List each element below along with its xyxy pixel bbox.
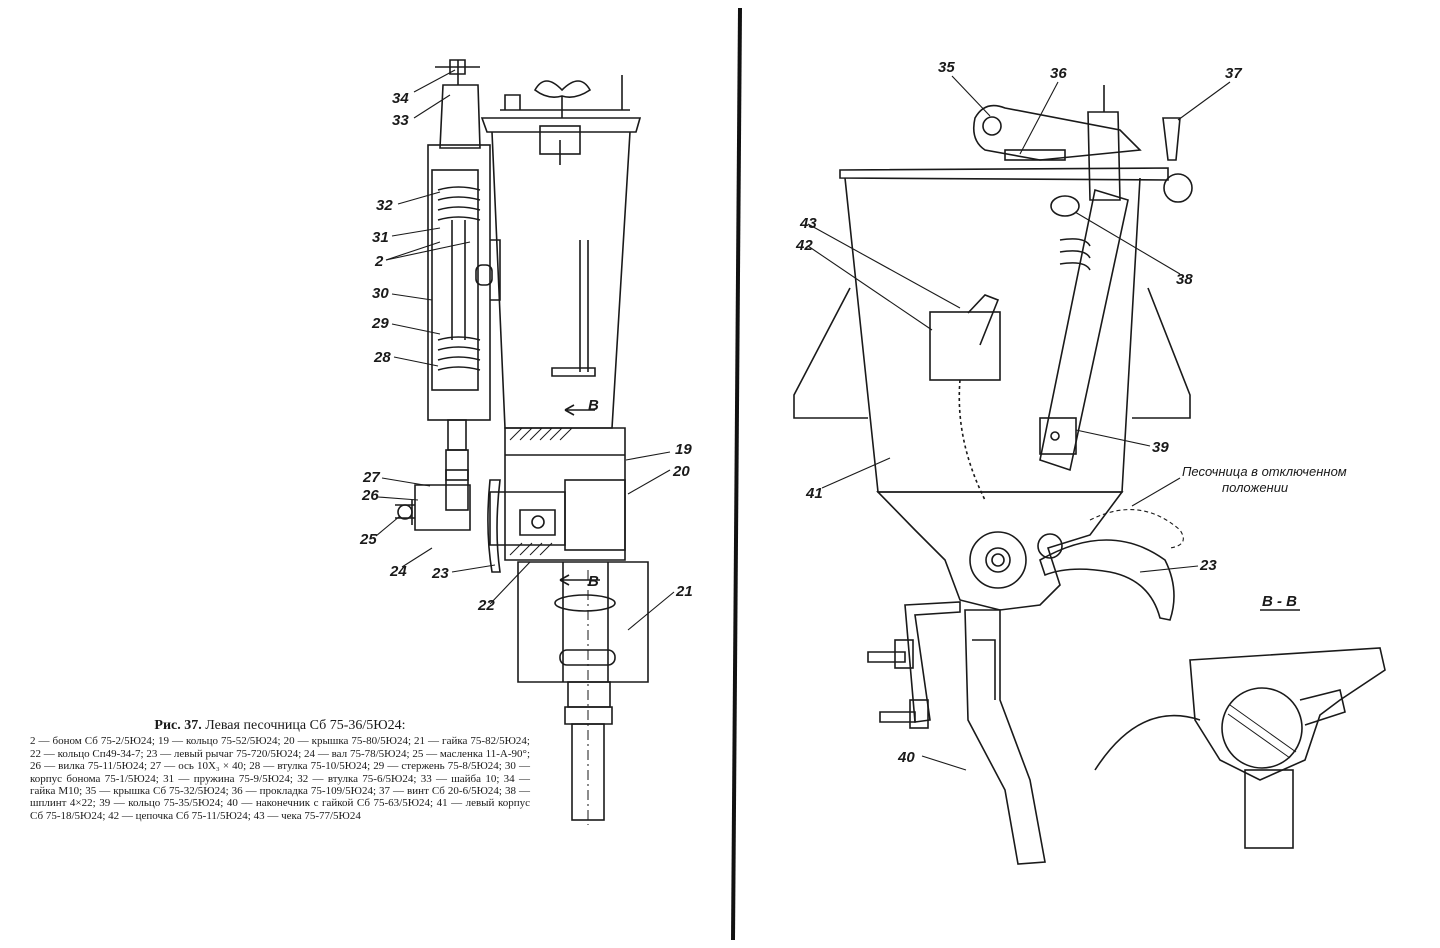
- label-27: 27: [362, 469, 380, 486]
- right-part-labels: 35 36 37 38 39 43 42 41 40 23 Песочница …: [795, 59, 1347, 766]
- figure-parts-list: 2 — боном Сб 75-2/5Ю24; 19 — кольцо 75-5…: [30, 735, 530, 822]
- figure-caption: Рис. 37. Левая песочница Сб 75-36/5Ю24: …: [30, 718, 530, 822]
- label-32: 32: [376, 197, 393, 214]
- label-37: 37: [1225, 65, 1242, 82]
- label-19: 19: [675, 441, 692, 458]
- label-2: 2: [374, 253, 384, 270]
- label-41: 41: [805, 485, 823, 502]
- left-leader-lines: [375, 69, 675, 631]
- right-leader-lines: [807, 75, 1231, 771]
- left-sectional-view: [395, 59, 649, 825]
- right-exterior-view: [793, 85, 1386, 865]
- label-42: 42: [795, 237, 813, 254]
- label-28: 28: [373, 349, 391, 366]
- label-22: 22: [477, 597, 495, 614]
- label-34: 34: [392, 90, 409, 107]
- left-part-labels: 34 33 32 31 2 30 29 28 27 26 25 24 23 22…: [359, 90, 693, 614]
- label-23-left: 23: [431, 565, 449, 582]
- note-line-2: положении: [1222, 480, 1288, 495]
- note-line-1: Песочница в отключенном: [1182, 464, 1347, 479]
- label-38: 38: [1176, 271, 1193, 288]
- figure-title: Левая песочница Сб 75-36/5Ю24:: [205, 718, 406, 733]
- page-divider: [731, 7, 742, 941]
- figure-title-line: Рис. 37. Левая песочница Сб 75-36/5Ю24:: [30, 718, 530, 733]
- label-30: 30: [372, 285, 389, 302]
- label-25: 25: [359, 531, 377, 548]
- label-31: 31: [372, 229, 389, 246]
- label-36: 36: [1050, 65, 1067, 82]
- label-20: 20: [672, 463, 690, 480]
- label-23-right: 23: [1199, 557, 1217, 574]
- section-mark-top: В: [588, 397, 599, 414]
- label-33: 33: [392, 112, 409, 129]
- label-39: 39: [1152, 439, 1169, 456]
- label-43: 43: [799, 215, 817, 232]
- figure-number: Рис. 37.: [154, 718, 202, 733]
- label-24: 24: [389, 563, 407, 580]
- section-title-bb: В - В: [1262, 593, 1297, 610]
- label-35: 35: [938, 59, 955, 76]
- label-26: 26: [361, 487, 379, 504]
- label-21: 21: [675, 583, 693, 600]
- section-mark-bottom: В: [588, 573, 599, 590]
- label-40: 40: [897, 749, 915, 766]
- label-29: 29: [371, 315, 389, 332]
